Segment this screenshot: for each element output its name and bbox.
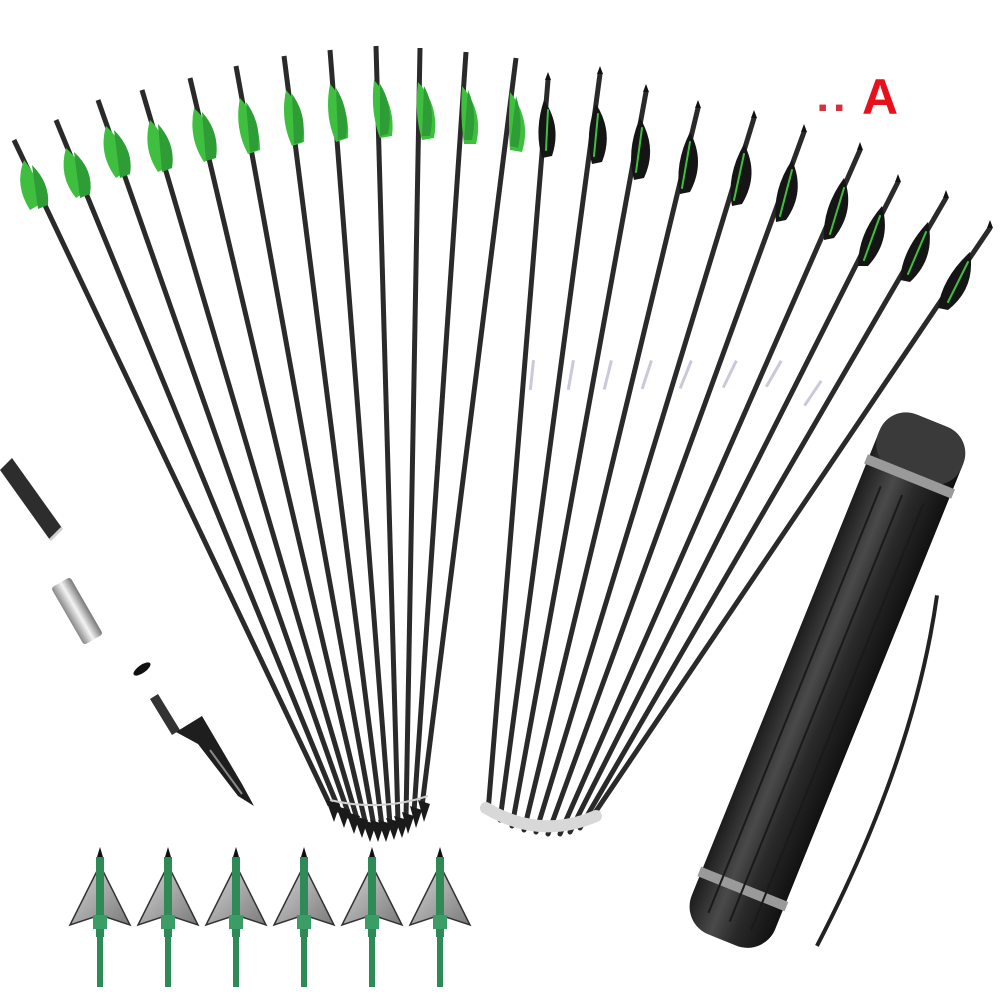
green-vane-arrows xyxy=(11,45,526,842)
exploded-tip-assembly xyxy=(0,458,254,806)
o-ring xyxy=(133,662,151,676)
broadhead-1 xyxy=(68,847,132,987)
arrow-green-9 xyxy=(372,45,401,823)
arrow-green-1 xyxy=(11,138,333,807)
broadhead-6 xyxy=(408,847,472,987)
black-vane-arrows xyxy=(480,66,993,837)
quiver-strap xyxy=(815,595,939,947)
shaft-end xyxy=(0,458,62,540)
arrow-black-4 xyxy=(521,105,701,833)
aluminum-insert xyxy=(52,578,102,644)
quiver-tube xyxy=(689,412,966,948)
field-point xyxy=(150,694,254,806)
arrow-green-2 xyxy=(53,119,343,813)
broadhead-3 xyxy=(204,847,268,987)
broadhead-5 xyxy=(340,847,404,987)
arrow-green-7 xyxy=(281,55,385,827)
arrow-black-10 xyxy=(587,225,993,823)
arrow-black-3 xyxy=(509,89,651,829)
label-artifact: ▪ ▪ xyxy=(818,92,844,122)
arrow-black-5 xyxy=(533,115,757,835)
arrow-green-8 xyxy=(327,49,393,825)
arrow-green-5 xyxy=(187,77,369,826)
arrow-green-10 xyxy=(403,47,436,819)
arrow-black-9 xyxy=(577,195,949,831)
broadhead-2 xyxy=(136,847,200,987)
variant-letter: A xyxy=(862,69,899,125)
broadheads xyxy=(68,847,472,987)
broadhead-4 xyxy=(272,847,336,987)
arrow-green-11 xyxy=(411,51,479,813)
arrow-green-3 xyxy=(95,99,353,819)
arrow-black-2 xyxy=(497,71,607,823)
arrow-black-8 xyxy=(567,179,901,835)
arrow-green-12 xyxy=(419,57,526,807)
arrow-black-6 xyxy=(545,129,807,837)
arrow-green-6 xyxy=(233,65,377,827)
arrow-black-1 xyxy=(485,77,556,815)
arrow-black-7 xyxy=(557,147,863,837)
arrow-green-4 xyxy=(139,89,361,823)
